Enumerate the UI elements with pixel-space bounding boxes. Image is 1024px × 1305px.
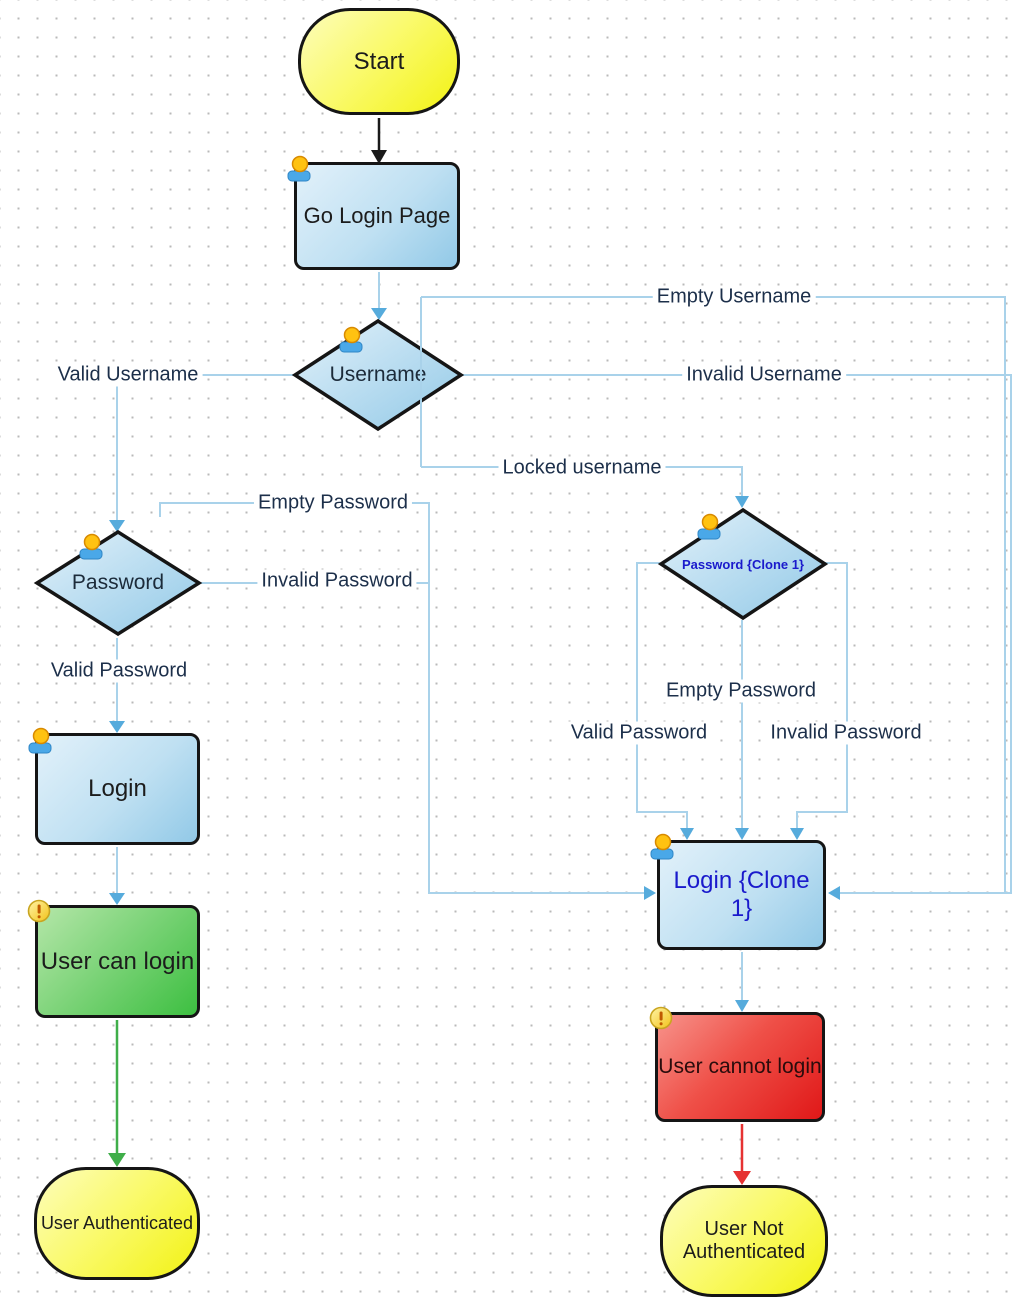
node-password-decision[interactable]: Password (33, 528, 203, 638)
edge-label-valid-password-left[interactable]: Valid Password (46, 659, 192, 683)
node-login-clone[interactable]: Login {Clone 1} (657, 840, 826, 950)
node-user-cannot-login[interactable]: User cannot login (655, 1012, 825, 1122)
node-login-clone-label: Login {Clone 1} (673, 867, 810, 922)
node-go-login-page[interactable]: Go Login Page (294, 162, 460, 270)
node-user-can-login[interactable]: User can login (35, 905, 200, 1018)
edge-valid-password-right (636, 562, 688, 830)
edge-label-empty-password-left[interactable]: Empty Password (253, 491, 413, 515)
arrowhead-locked-username (735, 496, 749, 508)
node-start-label: Start (353, 47, 405, 75)
edge-invalid-password-right (796, 562, 848, 830)
edge-label-locked-username[interactable]: Locked username (498, 456, 666, 480)
node-password-clone-decision[interactable]: Password {Clone 1} (657, 506, 829, 622)
arrowhead-invalid-password-right (790, 828, 804, 840)
edge-label-invalid-password-right[interactable]: Invalid Password (766, 721, 926, 745)
node-user-can-login-label: User can login (40, 947, 195, 975)
arrowhead-usercanlogin-to-authenticated (108, 1153, 126, 1167)
node-user-cannot-login-label: User cannot login (658, 1055, 822, 1078)
node-username-label: Username (329, 363, 427, 386)
edge-empty-password-left (159, 502, 646, 894)
password-diamond-shape (33, 529, 203, 637)
edge-label-empty-username[interactable]: Empty Username (652, 285, 816, 309)
arrowhead-usercannotlogin-to-notauthenticated (733, 1171, 751, 1185)
node-user-not-authenticated[interactable]: User Not Authenticated (660, 1185, 828, 1297)
edge-invalid-username (462, 374, 1012, 894)
edge-label-empty-password-right[interactable]: Empty Password (661, 679, 821, 703)
node-username-decision[interactable]: Username (291, 317, 465, 433)
arrowhead-login-to-usercanlogin (109, 893, 125, 905)
edge-label-valid-username[interactable]: Valid Username (53, 363, 203, 387)
arrowhead-valid-password-left (109, 721, 125, 733)
username-diamond-shape (291, 318, 465, 432)
node-user-authenticated-label: User Authenticated (40, 1213, 194, 1233)
node-password-label: Password (71, 571, 165, 594)
arrowhead-valid-username (109, 520, 125, 532)
arrowhead-empty-password-right (735, 828, 749, 840)
edge-label-valid-password-right[interactable]: Valid Password (566, 721, 712, 745)
node-login-label: Login (88, 775, 147, 802)
edge-label-invalid-password-left[interactable]: Invalid Password (257, 569, 417, 593)
arrowhead-into-loginclone-left (644, 886, 656, 900)
arrowhead-start-to-gologin (371, 150, 387, 164)
arrowhead-into-loginclone-right (828, 886, 840, 900)
node-go-login-page-label: Go Login Page (303, 203, 451, 228)
arrowhead-valid-password-right (680, 828, 694, 840)
node-start[interactable]: Start (298, 8, 460, 115)
node-password-clone-label: Password {Clone 1} (681, 556, 805, 572)
arrowhead-gologin-to-username (371, 308, 387, 320)
node-user-not-authenticated-label: User Not Authenticated (682, 1218, 806, 1263)
node-login[interactable]: Login (35, 733, 200, 845)
node-user-authenticated[interactable]: User Authenticated (34, 1167, 200, 1280)
arrowhead-loginclone-to-usercannotlogin (735, 1000, 749, 1012)
edge-label-invalid-username[interactable]: Invalid Username (682, 363, 846, 387)
